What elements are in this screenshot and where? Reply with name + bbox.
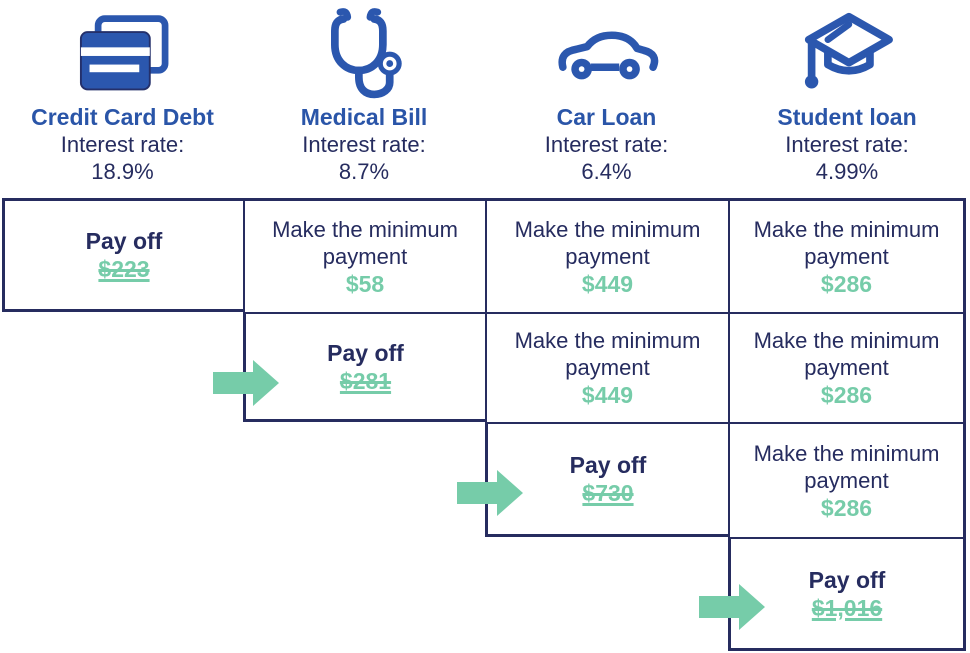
table-cell-payoff-car: Pay off $730	[485, 422, 728, 537]
column-title: Car Loan	[556, 104, 657, 130]
payoff-label: Pay off	[569, 452, 647, 478]
arrow-right-icon	[213, 360, 279, 406]
table-cell-minimum-student: Make the minimum payment $286	[728, 198, 966, 312]
graduation-cap-icon	[799, 0, 895, 104]
table-cell-payoff-medical: Pay off $281	[243, 312, 485, 422]
payment-staircase-table: Pay off $223 Make the minimum payment $5…	[2, 198, 966, 651]
column-header-student-loan: Student loan Interest rate: 4.99%	[728, 0, 966, 185]
interest-rate-value: 18.9%	[91, 159, 154, 184]
arrow-right-icon	[699, 584, 765, 630]
table-cell-minimum-student: Make the minimum payment $286	[728, 312, 966, 422]
column-header-medical-bill: Medical Bill Interest rate: 8.7%	[243, 0, 485, 185]
minimum-label: Make the minimum payment	[753, 440, 940, 493]
payoff-label: Pay off	[85, 228, 163, 254]
minimum-amount: $286	[820, 270, 873, 297]
interest-rate-value: 6.4%	[581, 159, 632, 184]
minimum-label: Make the minimum payment	[272, 216, 458, 269]
column-header-credit-card: Credit Card Debt Interest rate: 18.9%	[2, 0, 243, 185]
minimum-amount: $449	[581, 382, 634, 408]
minimum-amount: $58	[345, 270, 385, 297]
payoff-amount: $730	[582, 480, 634, 506]
table-cell-minimum-medical: Make the minimum payment $58	[243, 198, 485, 312]
minimum-amount: $449	[581, 270, 634, 297]
minimum-amount: $286	[820, 494, 873, 521]
interest-rate-value: 4.99%	[815, 159, 879, 184]
minimum-label: Make the minimum payment	[753, 216, 940, 269]
table-cell-minimum-car: Make the minimum payment $449	[485, 198, 728, 312]
table-cell-minimum-car: Make the minimum payment $449	[485, 312, 728, 422]
table-cell-payoff-student: Pay off $1,016	[728, 537, 966, 651]
payoff-label: Pay off	[327, 339, 404, 366]
minimum-amount: $286	[820, 382, 873, 408]
column-title: Credit Card Debt	[31, 104, 214, 130]
minimum-label: Make the minimum payment	[753, 328, 940, 380]
payoff-amount: $223	[98, 256, 150, 282]
column-title: Student loan	[777, 104, 917, 130]
minimum-label: Make the minimum payment	[514, 216, 701, 269]
column-title: Medical Bill	[300, 104, 428, 130]
table-cell-minimum-student: Make the minimum payment $286	[728, 422, 966, 537]
interest-rate-label: Interest rate:	[60, 132, 185, 157]
interest-rate-label: Interest rate:	[785, 132, 909, 157]
payoff-amount: $1,016	[811, 594, 883, 621]
credit-card-icon	[75, 0, 171, 104]
interest-rate-value: 8.7%	[338, 159, 390, 184]
car-icon	[555, 0, 659, 104]
minimum-label: Make the minimum payment	[514, 328, 701, 380]
table-cell-payoff-credit-card: Pay off $223	[2, 198, 243, 312]
column-header-car-loan: Car Loan Interest rate: 6.4%	[485, 0, 728, 185]
interest-rate-label: Interest rate:	[302, 132, 426, 157]
payoff-label: Pay off	[808, 566, 886, 593]
payoff-amount: $281	[339, 367, 392, 394]
header-row: Credit Card Debt Interest rate: 18.9% Me…	[2, 0, 966, 185]
stethoscope-icon	[321, 0, 407, 104]
interest-rate-label: Interest rate:	[544, 132, 669, 157]
arrow-right-icon	[457, 470, 523, 516]
